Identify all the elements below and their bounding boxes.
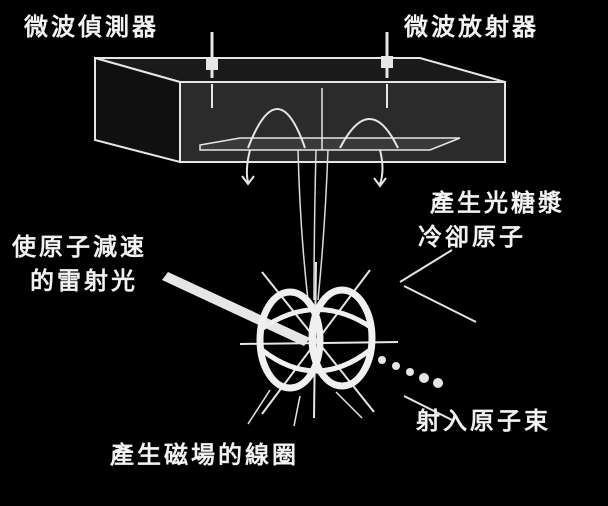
label-cooling-light-line1: 產生光糖漿: [430, 189, 565, 217]
magnetic-coils: [256, 286, 376, 392]
cooling-laser-beams: [239, 249, 477, 421]
label-atom-beam: 射入原子束: [416, 407, 551, 435]
label-microwave-emitter: 微波放射器: [404, 13, 539, 41]
microwave-detector-probe: [206, 32, 218, 108]
atom-fountain-path: [297, 149, 329, 301]
slowing-laser-beam: [162, 272, 310, 346]
arrow-down-right: [373, 149, 387, 188]
label-magnetic-coils: 產生磁場的線圈: [110, 441, 299, 469]
label-microwave-detector: 微波偵測器: [24, 13, 159, 41]
microwave-arc-right: [339, 118, 399, 149]
microwave-arc-left: [247, 108, 306, 149]
label-cooling-light-line2: 冷卻原子: [418, 223, 526, 251]
microwave-cavity: [94, 56, 506, 188]
coil-label-pointers: [247, 389, 363, 427]
label-slowing-laser-line1: 使原子減速: [12, 233, 147, 261]
arrow-down-left: [241, 149, 255, 186]
atom-beam-dots: [378, 356, 443, 388]
label-slowing-laser-line2: 的雷射光: [30, 267, 138, 295]
microwave-emitter-probe: [381, 32, 393, 108]
cavity-floor-plate: [199, 137, 461, 151]
